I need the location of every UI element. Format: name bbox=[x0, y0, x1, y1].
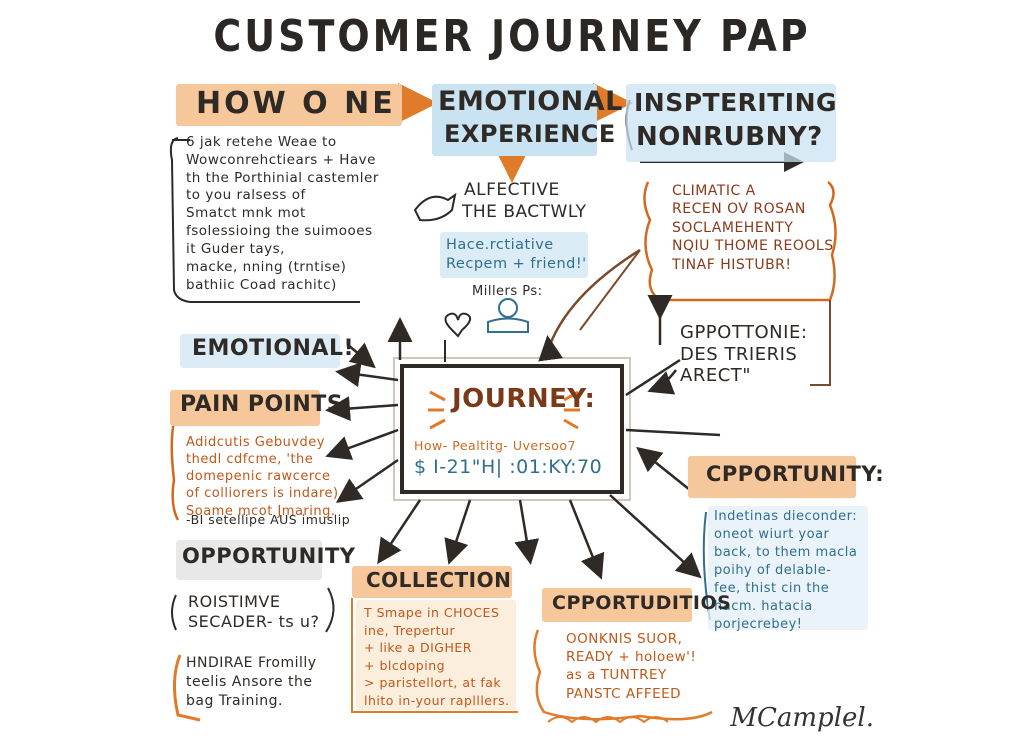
insp-note: CLIMATIC A RECEN OV ROSAN SOCLAMEHENTY N… bbox=[672, 183, 834, 273]
journey-subtitle: How- Pealtitg- Uversoo7 bbox=[414, 438, 577, 453]
collection-heading: COLLECTION bbox=[366, 568, 512, 592]
journey-title: JOURNEY: bbox=[452, 384, 596, 414]
opportunity-right-band bbox=[688, 456, 856, 498]
how-one-text: 6 jak retehe Weae to Wowconrehctiears + … bbox=[186, 134, 379, 293]
journey-formula: $ I-21"H| :01:KY:70 bbox=[414, 456, 603, 478]
insp-heading: INSPTERITING bbox=[634, 88, 838, 117]
how-one-heading: HOW O NE bbox=[196, 86, 396, 121]
opportunity-right-heading: CPPORTUNITY: bbox=[706, 462, 885, 486]
emotional-label-band bbox=[180, 334, 340, 368]
how-one-band bbox=[176, 84, 402, 126]
opptottonie-text: GPPOTTONIE: DES TRIERIS ARECT" bbox=[680, 322, 808, 387]
signature: MCamplel. bbox=[730, 703, 874, 733]
opportunity-right-blue-band bbox=[708, 506, 868, 630]
cportudities-text: OONKNIS SUOR, READY + holoew'! as a TUNT… bbox=[566, 631, 697, 702]
pain-points-band bbox=[170, 390, 320, 426]
cportudities-band bbox=[542, 588, 692, 622]
emotional-label: EMOTIONAL! bbox=[192, 336, 355, 361]
pain-points-text: Adidcutis Gebuvdey thedl cdfcme, 'the do… bbox=[186, 435, 339, 519]
opportunity-left-note: HNDIRAE Fromilly teelis Ansore the bag T… bbox=[186, 655, 317, 709]
insp-band bbox=[626, 84, 836, 162]
opportunity-right-text: Indetinas dieconder: oneot wiurt yoar ba… bbox=[714, 509, 858, 632]
cportudities-heading: CPPORTUDITIOS bbox=[552, 592, 732, 614]
affective-line1: ALFECTIVE bbox=[464, 180, 560, 200]
miller-label: Millers Ps: bbox=[472, 284, 543, 299]
pain-points-heading: PAIN POINTS bbox=[180, 392, 344, 417]
collection-body-band bbox=[356, 600, 516, 710]
insp-wavy-border bbox=[643, 181, 837, 302]
affective-line2: THE BACTWLY bbox=[462, 202, 587, 222]
opportunity-left-heading: OPPORTUNITY bbox=[182, 544, 356, 568]
emotional-experience-band bbox=[432, 84, 597, 156]
journey-frame bbox=[400, 364, 624, 494]
insp-heading-line2: NONRUBNY? bbox=[636, 122, 823, 152]
experience-heading: EXPERIENCE bbox=[444, 120, 616, 148]
opportunity-left-band bbox=[176, 540, 322, 580]
affective-blue-band bbox=[440, 232, 588, 278]
how-one-bracket bbox=[169, 137, 360, 303]
collection-text: T Smape in CHOCES ine, Trepertur + like … bbox=[364, 605, 510, 708]
pain-points-footer: -BI setellipe AUS imuslip bbox=[186, 512, 351, 527]
page-title: CUSTOMER JOURNEY PAP bbox=[213, 10, 811, 62]
affective-blue-note: Hace.rctiative Recpem + friend!' bbox=[446, 237, 587, 273]
opportunity-left-question: ROISTIMVE SECADER- ts u? bbox=[188, 592, 320, 631]
emotional-heading: EMOTIONAL bbox=[438, 86, 623, 117]
collection-band bbox=[352, 566, 512, 598]
